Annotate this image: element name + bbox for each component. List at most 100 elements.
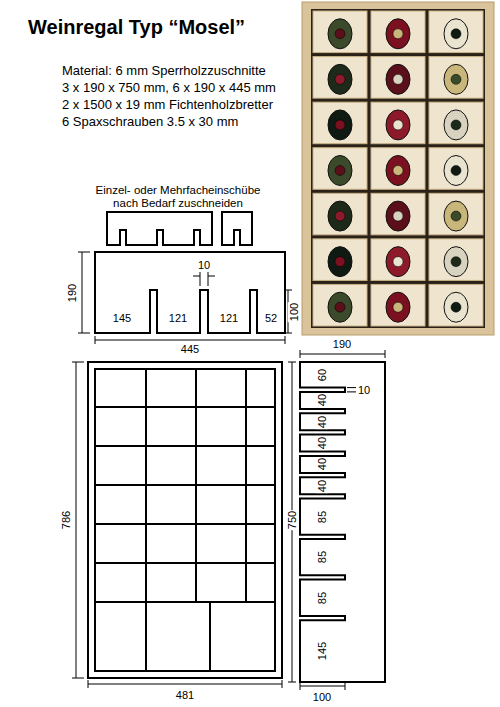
bottle: [386, 110, 410, 140]
dimension: 190: [66, 283, 79, 303]
bottle: [328, 292, 352, 322]
insert-piece: [222, 212, 252, 245]
dimension-line: [78, 252, 90, 333]
dimension: 40: [316, 415, 329, 429]
dimension: 85: [316, 510, 329, 524]
bottle-capsule: [393, 29, 403, 39]
bottle-capsule: [393, 74, 403, 84]
bottle: [444, 110, 468, 140]
rack-frame: [88, 362, 282, 678]
material-note: Material: 6 mm Sperrholzzuschnitte: [62, 64, 266, 79]
rack-cell: [313, 102, 367, 144]
rack-cell: [429, 11, 483, 53]
rack-inner: [95, 369, 275, 671]
side-board: [300, 362, 385, 682]
title: Weinregal Typ “Mosel”: [28, 16, 245, 39]
bottle-capsule: [335, 120, 345, 130]
insert-piece: [107, 212, 212, 245]
dimension: 100: [288, 302, 301, 322]
rack-cell: [429, 284, 483, 326]
rack-cell: [429, 239, 483, 281]
photo-inner: [311, 9, 485, 328]
bottle-capsule: [451, 257, 461, 267]
dimension-line: [300, 682, 345, 690]
bottle-capsule: [451, 166, 461, 176]
bottle-capsule: [451, 120, 461, 130]
dimension-line: [300, 350, 385, 358]
bottle: [386, 201, 410, 231]
dimension: 750: [286, 510, 299, 530]
dimension: 145: [316, 641, 329, 661]
bottle-capsule: [393, 211, 403, 221]
rack-cell: [371, 11, 425, 53]
bottle-capsule: [335, 257, 345, 267]
bottle: [386, 64, 410, 94]
bottle: [444, 292, 468, 322]
rack-cell: [429, 57, 483, 99]
rack-cell: [371, 57, 425, 99]
material-note: 6 Spaxschrauben 3.5 x 30 mm: [62, 115, 238, 130]
rack-cell: [313, 284, 367, 326]
bottle-capsule: [335, 74, 345, 84]
rack-cell: [429, 148, 483, 190]
bottle: [444, 19, 468, 49]
cutting-note: Einzel- oder Mehrfacheinschübe nach Beda…: [83, 184, 273, 210]
bottle: [444, 201, 468, 231]
dimension: 190: [332, 338, 352, 351]
bottle: [328, 110, 352, 140]
material-note: 3 x 190 x 750 mm, 6 x 190 x 445 mm: [62, 81, 276, 96]
bottle: [386, 156, 410, 186]
bottle-capsule: [393, 257, 403, 267]
dimension: 85: [316, 591, 329, 605]
photo-frame: [302, 2, 494, 335]
bottle: [444, 64, 468, 94]
dimension: 40: [316, 457, 329, 471]
bottle: [444, 247, 468, 277]
bottle-capsule: [451, 74, 461, 84]
dimension-line: [72, 362, 84, 678]
bottle: [386, 19, 410, 49]
rack-cell: [371, 148, 425, 190]
rack-cell: [371, 193, 425, 235]
dimension: 786: [60, 510, 73, 530]
rack-cell: [429, 193, 483, 235]
rack-cell: [371, 102, 425, 144]
bottle: [328, 247, 352, 277]
bottle: [386, 247, 410, 277]
dimension: 40: [316, 393, 329, 407]
dimension: 10: [197, 259, 211, 272]
dimension: 121: [168, 312, 188, 325]
dimension-line: [193, 272, 215, 286]
dimension: 121: [219, 312, 239, 325]
bottle-capsule: [335, 302, 345, 312]
photo: [302, 2, 494, 335]
material-note: 2 x 1500 x 19 mm Fichtenholzbretter: [62, 98, 273, 113]
bottle-capsule: [335, 211, 345, 221]
dimension: 10: [357, 383, 371, 396]
rack-cell: [429, 102, 483, 144]
bottle: [328, 64, 352, 94]
dimension: 100: [312, 691, 332, 704]
rack-cell: [371, 284, 425, 326]
bottle-capsule: [393, 302, 403, 312]
rack-cell: [313, 193, 367, 235]
dimension-lines: [72, 252, 385, 690]
bottle-capsule: [335, 166, 345, 176]
dimension: 445: [180, 343, 200, 356]
rack-cell: [371, 239, 425, 281]
rack-cell: [313, 148, 367, 190]
dimension-line: [88, 680, 282, 688]
bottle-capsule: [451, 302, 461, 312]
bottle-capsule: [451, 211, 461, 221]
bottle: [328, 19, 352, 49]
bottle-capsule: [335, 29, 345, 39]
bottle-capsule: [451, 29, 461, 39]
rack-cell: [313, 239, 367, 281]
dimension: 40: [316, 479, 329, 493]
dimension: 145: [112, 312, 132, 325]
bottle-capsule: [393, 166, 403, 176]
dimension: 85: [316, 550, 329, 564]
bottle: [444, 156, 468, 186]
dimension: 481: [175, 689, 195, 702]
